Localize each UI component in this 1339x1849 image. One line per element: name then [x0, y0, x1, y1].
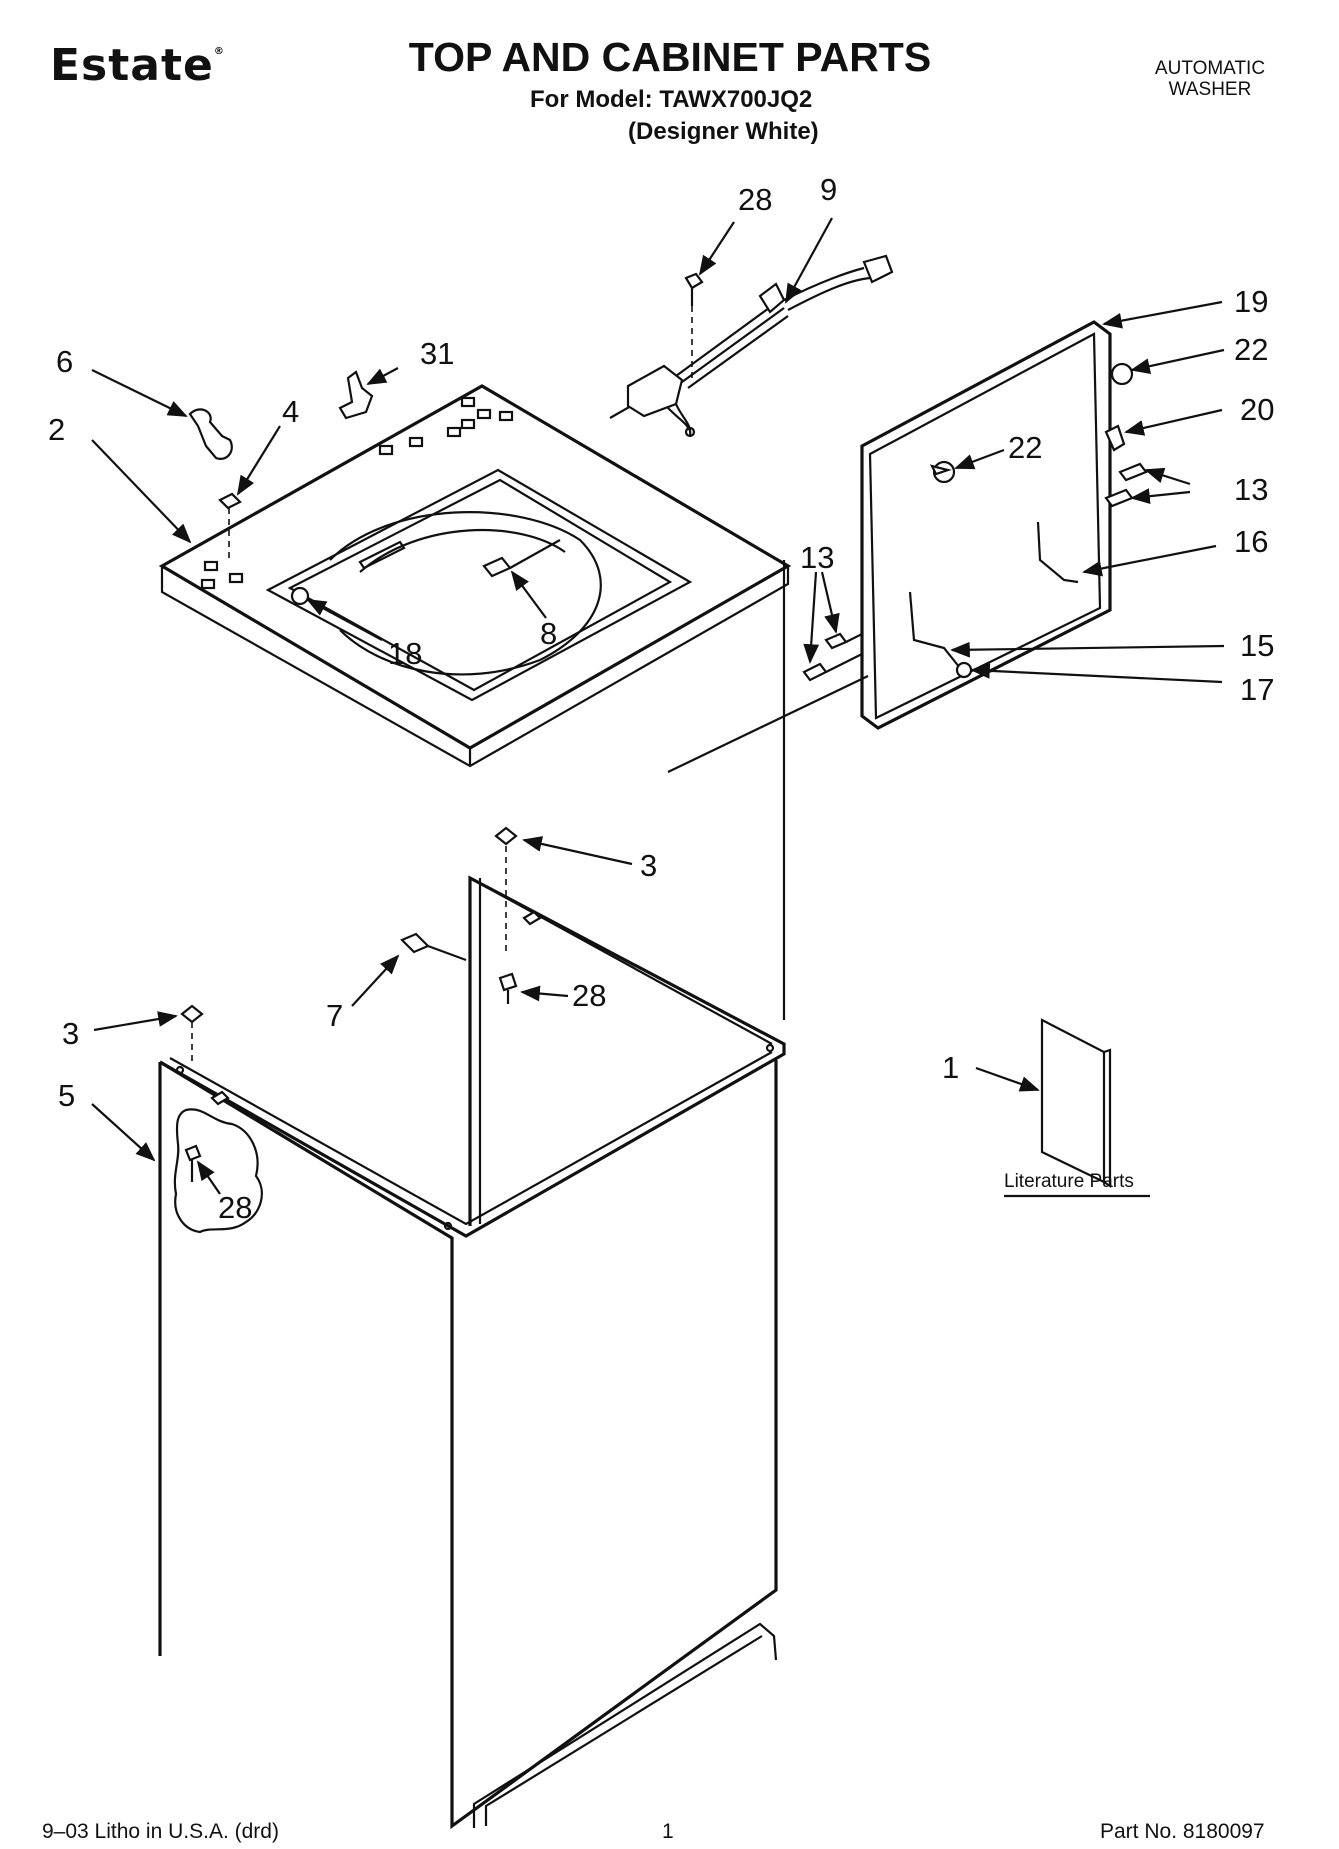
control-panel — [290, 320, 1148, 730]
bracket-part-6 — [188, 408, 233, 460]
callout-numbers: 28 9 19 22 20 6 31 4 2 22 13 16 13 15 17… — [48, 172, 1274, 1225]
appliance-type: AUTOMATIC WASHER — [1140, 58, 1280, 100]
callout-9: 9 — [820, 172, 837, 207]
callout-13-left: 13 — [800, 540, 834, 575]
callout-22-right: 22 — [1234, 332, 1268, 367]
screw-part-7 — [400, 932, 430, 954]
footer-part-number: Part No. 8180097 — [1100, 1820, 1265, 1843]
callout-19: 19 — [1234, 284, 1268, 319]
callout-5: 5 — [58, 1078, 75, 1113]
appliance-type-line2: WASHER — [1168, 79, 1252, 100]
callout-7: 7 — [326, 998, 343, 1033]
lid-switch-assembly — [626, 254, 894, 438]
color-line: (Designer White) — [628, 118, 819, 145]
guide-line — [667, 675, 869, 773]
appliance-type-line1: AUTOMATIC — [1154, 58, 1266, 79]
screw-part-8 — [482, 556, 512, 578]
callout-16: 16 — [1234, 524, 1268, 559]
callout-6: 6 — [56, 344, 73, 379]
callout-1: 1 — [942, 1050, 959, 1085]
callout-28-cutaway: 28 — [218, 1190, 252, 1225]
callout-4: 4 — [282, 394, 299, 429]
clip-part-3-left — [180, 1004, 204, 1024]
model-line: For Model: TAWX700JQ2 — [530, 86, 813, 113]
clip-part-4 — [218, 492, 242, 510]
screw-part-28-cabinet — [498, 972, 518, 992]
cabinet — [158, 875, 786, 1830]
literature-label: Literature Parts — [1004, 1171, 1134, 1192]
top-panel — [158, 384, 792, 768]
page-title: TOP AND CABINET PARTS — [408, 34, 932, 80]
cutaway-view — [173, 1108, 263, 1234]
callout-3-top: 3 — [640, 848, 657, 883]
callout-31: 31 — [420, 336, 454, 371]
callout-3-left: 3 — [62, 1016, 79, 1051]
callout-28-cabinet: 28 — [572, 978, 606, 1013]
callout-2: 2 — [48, 412, 65, 447]
clip-part-31 — [338, 370, 374, 420]
screw-part-28-cutaway — [184, 1144, 202, 1162]
callout-18: 18 — [388, 636, 422, 671]
brand-logo: Estate® — [50, 40, 225, 91]
callout-13-right: 13 — [1234, 472, 1268, 507]
callout-28-harness: 28 — [738, 182, 772, 217]
leader-lines — [91, 217, 1225, 1195]
clip-part-3-top — [494, 826, 518, 846]
literature-booklet — [1040, 1018, 1106, 1184]
guide-line — [509, 539, 561, 569]
footer-page-number: 1 — [662, 1820, 674, 1843]
callout-15: 15 — [1240, 628, 1274, 663]
callout-22-left: 22 — [1008, 430, 1042, 465]
footer-litho: 9–03 Litho in U.S.A. (drd) — [42, 1820, 279, 1843]
callout-20: 20 — [1240, 392, 1274, 427]
callout-17: 17 — [1240, 672, 1274, 707]
callout-8: 8 — [540, 616, 557, 651]
